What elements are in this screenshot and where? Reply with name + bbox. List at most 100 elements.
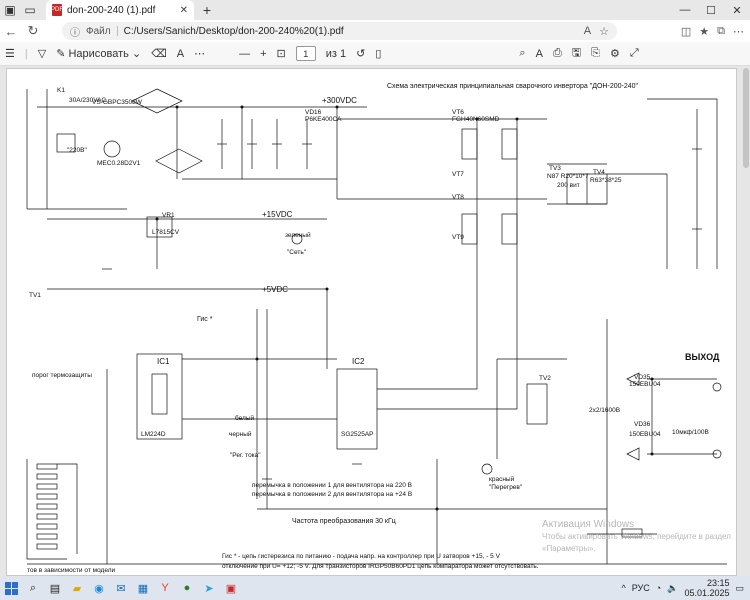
label-tv2: TV2 [539, 375, 551, 382]
footnote-1: Гис * - цепь гистерезиса по питанию - по… [222, 553, 500, 560]
draw-label: Нарисовать [68, 47, 129, 60]
chrome-icon[interactable]: ● [183, 582, 191, 594]
eraser-icon[interactable]: ⌫ [151, 48, 167, 60]
label-mec: MEC0.28D2V1 [97, 160, 141, 167]
more-tools-icon[interactable]: ⋯ [194, 48, 206, 60]
close-tab-icon[interactable]: ✕ [179, 4, 188, 16]
label-black: черный [229, 431, 252, 438]
clock[interactable]: 23:15 05.01.2025 [684, 578, 729, 598]
more-menu-icon[interactable]: ⋯ [733, 25, 744, 38]
minimize-icon[interactable]: — [679, 4, 691, 16]
info-icon[interactable]: ⓘ [70, 27, 80, 39]
back-icon[interactable]: ← [4, 23, 18, 39]
zoom-in-icon[interactable]: + [260, 47, 267, 60]
tab-actions-icon[interactable]: ▭ [24, 3, 36, 17]
pdf-viewer[interactable]: Схема электрическая принципиальная сваро… [0, 66, 750, 576]
pdf-taskbar-icon[interactable]: ▣ [225, 582, 237, 595]
label-overheat: "Перегрев" [489, 484, 523, 491]
workspaces-icon[interactable]: ▣ [4, 3, 16, 17]
label-tv3: TV3 [549, 165, 561, 172]
label-vs: VS-GBPC3508W [92, 99, 142, 106]
window-controls: — ☐ ✕ [672, 0, 750, 20]
collections-icon[interactable]: ⧉ [717, 24, 725, 37]
store-icon[interactable]: ▦ [137, 582, 149, 595]
task-view-icon[interactable]: ▤ [49, 582, 61, 595]
address-separator [116, 26, 118, 36]
page-total: из 1 [325, 47, 347, 60]
address-actions: A ☆ [584, 25, 609, 38]
file-explorer-icon[interactable]: ▰ [72, 582, 82, 595]
watermark-line-1: Активация Windows [542, 519, 635, 530]
draw-button[interactable]: ✎ Нарисовать ⌄ [56, 47, 142, 61]
address-bar[interactable]: ⓘ Файл C:/Users/Sanich/Desktop/don-200-2… [62, 22, 617, 40]
highlight-icon[interactable]: ▽ [37, 48, 47, 60]
save-icon[interactable]: 🖫 [571, 47, 582, 59]
notifications-icon[interactable]: ▭ [735, 582, 744, 593]
label-plus300: +300VDC [322, 96, 357, 105]
label-reg-current: "Рег. тока" [230, 452, 261, 459]
address-bar-row: ← ↻ ⓘ Файл C:/Users/Sanich/Desktop/don-2… [0, 20, 750, 42]
watermark-line-2: Чтобы активировать Windows, перейдите в … [542, 532, 731, 553]
favorites-icon[interactable]: ★ [699, 25, 710, 38]
maximize-icon[interactable]: ☐ [706, 4, 716, 17]
label-vt9: VT9 [452, 234, 464, 241]
edge-icon[interactable]: ◉ [94, 582, 104, 595]
fit-page-icon[interactable]: ⊡ [276, 48, 286, 60]
url-text[interactable]: C:/Users/Sanich/Desktop/don-200-240%20(1… [123, 25, 344, 37]
label-tv1: TV1 [29, 292, 41, 299]
language-indicator[interactable]: РУС [631, 583, 650, 593]
search-taskbar-icon[interactable]: ⌕ [29, 581, 37, 594]
read-aloud-icon[interactable]: A [583, 24, 592, 37]
new-tab-button[interactable]: + [202, 2, 212, 18]
read-aloud-pdf-icon[interactable]: A [535, 47, 543, 60]
clock-date: 05.01.2025 [684, 588, 730, 598]
outlook-icon[interactable]: ✉ [116, 582, 126, 595]
contents-icon[interactable]: ☰ [5, 48, 15, 60]
yandex-browser-icon[interactable]: Y [161, 582, 169, 594]
tray-chevron-icon[interactable]: ^ [621, 583, 626, 593]
label-plus5: +5VDC [262, 285, 289, 294]
label-plus15: +15VDC [262, 210, 293, 219]
label-green: зеленый [285, 232, 311, 239]
page-view-icon[interactable]: ▯ [375, 48, 382, 60]
close-window-icon[interactable]: ✕ [732, 4, 742, 17]
refresh-icon[interactable]: ↻ [27, 23, 39, 38]
settings-icon[interactable]: ⚙ [609, 48, 620, 60]
rotate-icon[interactable]: ↺ [356, 48, 366, 60]
pin-icon[interactable]: ⤢ [629, 47, 639, 59]
label-red: красный [489, 476, 515, 483]
footnote-2: отключение при U= +12; -5 V. Для транзис… [222, 563, 539, 570]
label-220v: "220В" [67, 147, 87, 154]
favorite-star-icon[interactable]: ☆ [599, 25, 609, 38]
tab-pdf[interactable]: PDF don-200-240 (1).pdf ✕ [46, 0, 194, 20]
volume-icon[interactable]: 🔈 [667, 582, 679, 593]
taskbar: ⌕ ▤ ▰ ◉ ✉ ▦ Y ● ➤ ▣ ^ РУС ◔ 🔈 23:15 05.0… [0, 576, 750, 600]
scrollbar-thumb[interactable] [743, 68, 749, 168]
print-icon[interactable]: ⎙ [552, 47, 562, 59]
label-ic2: IC2 [352, 357, 365, 366]
browser-tab-bar: ▣ ▭ PDF don-200-240 (1).pdf ✕ + — ☐ ✕ [0, 0, 750, 20]
add-text-icon[interactable]: A [176, 47, 185, 60]
label-vr1: VR1 [162, 212, 175, 219]
schematic-drawing [26, 88, 727, 565]
zoom-out-icon[interactable]: — [239, 47, 251, 60]
label-set: "Сеть" [287, 249, 307, 256]
label-jumper1: перемычка в положении 1 для вентилятора … [252, 482, 412, 489]
label-t200: 200 вит [557, 182, 580, 189]
telegram-icon[interactable]: ➤ [204, 582, 214, 595]
label-hr2: 10мкф/100В [672, 429, 709, 436]
label-from-model: тов в зависимости от модели [27, 567, 116, 574]
network-icon[interactable]: ◔ [655, 583, 662, 593]
label-ic1-part: LM224D [141, 431, 166, 438]
label-fgh1: FGH40N60SMD [452, 116, 500, 123]
label-vd16: VD16 [305, 109, 322, 116]
label-k1: K1 [57, 87, 65, 94]
split-screen-icon[interactable]: ◫ [680, 25, 692, 38]
label-r63: R63*38*25 [590, 177, 622, 184]
search-icon[interactable]: ⌕ [519, 47, 526, 59]
start-icon[interactable] [0, 576, 22, 600]
save-as-icon[interactable]: ⎘ [591, 47, 600, 59]
page-current[interactable]: 1 [295, 46, 316, 61]
page-input[interactable]: 1 [291, 42, 321, 66]
label-white: белый [235, 415, 255, 422]
